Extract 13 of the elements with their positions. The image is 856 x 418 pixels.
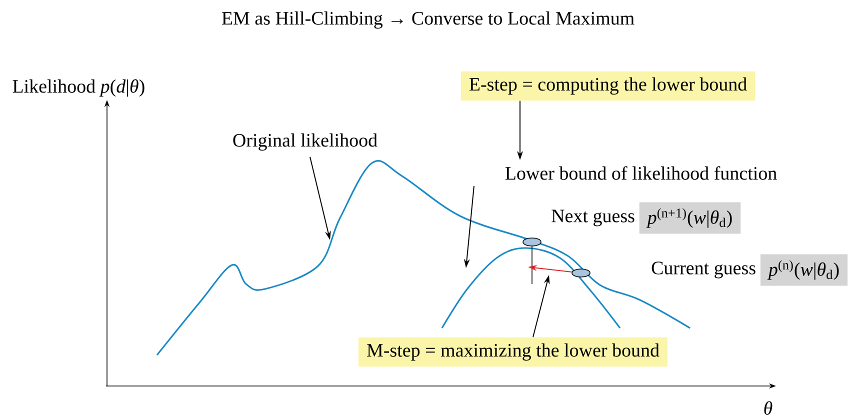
curve-label: Lower bound of likelihood function — [505, 166, 777, 180]
guess-label: Current guess — [652, 262, 756, 278]
guess-label: Next guess — [552, 210, 634, 226]
curve-label: Original likelihood — [233, 133, 378, 151]
title: EM as Hill-Climbing → Converse to Local Maximum — [222, 11, 634, 29]
formula-box: p$^{(n+1)}$(w|θ$_{d}$) — [639, 202, 741, 234]
axis-label: Likelihood p(d|θ) — [12, 79, 144, 97]
step-box: E-step = computing the lower bound — [460, 71, 756, 101]
axis-label: θ — [764, 401, 772, 415]
step-box: M-step = maximizing the lower bound — [358, 337, 668, 367]
formula-box: p$^{(n)}$(w|θ$_{d}$) — [760, 254, 848, 286]
guess-marker — [572, 268, 590, 278]
guess-marker — [522, 238, 542, 246]
